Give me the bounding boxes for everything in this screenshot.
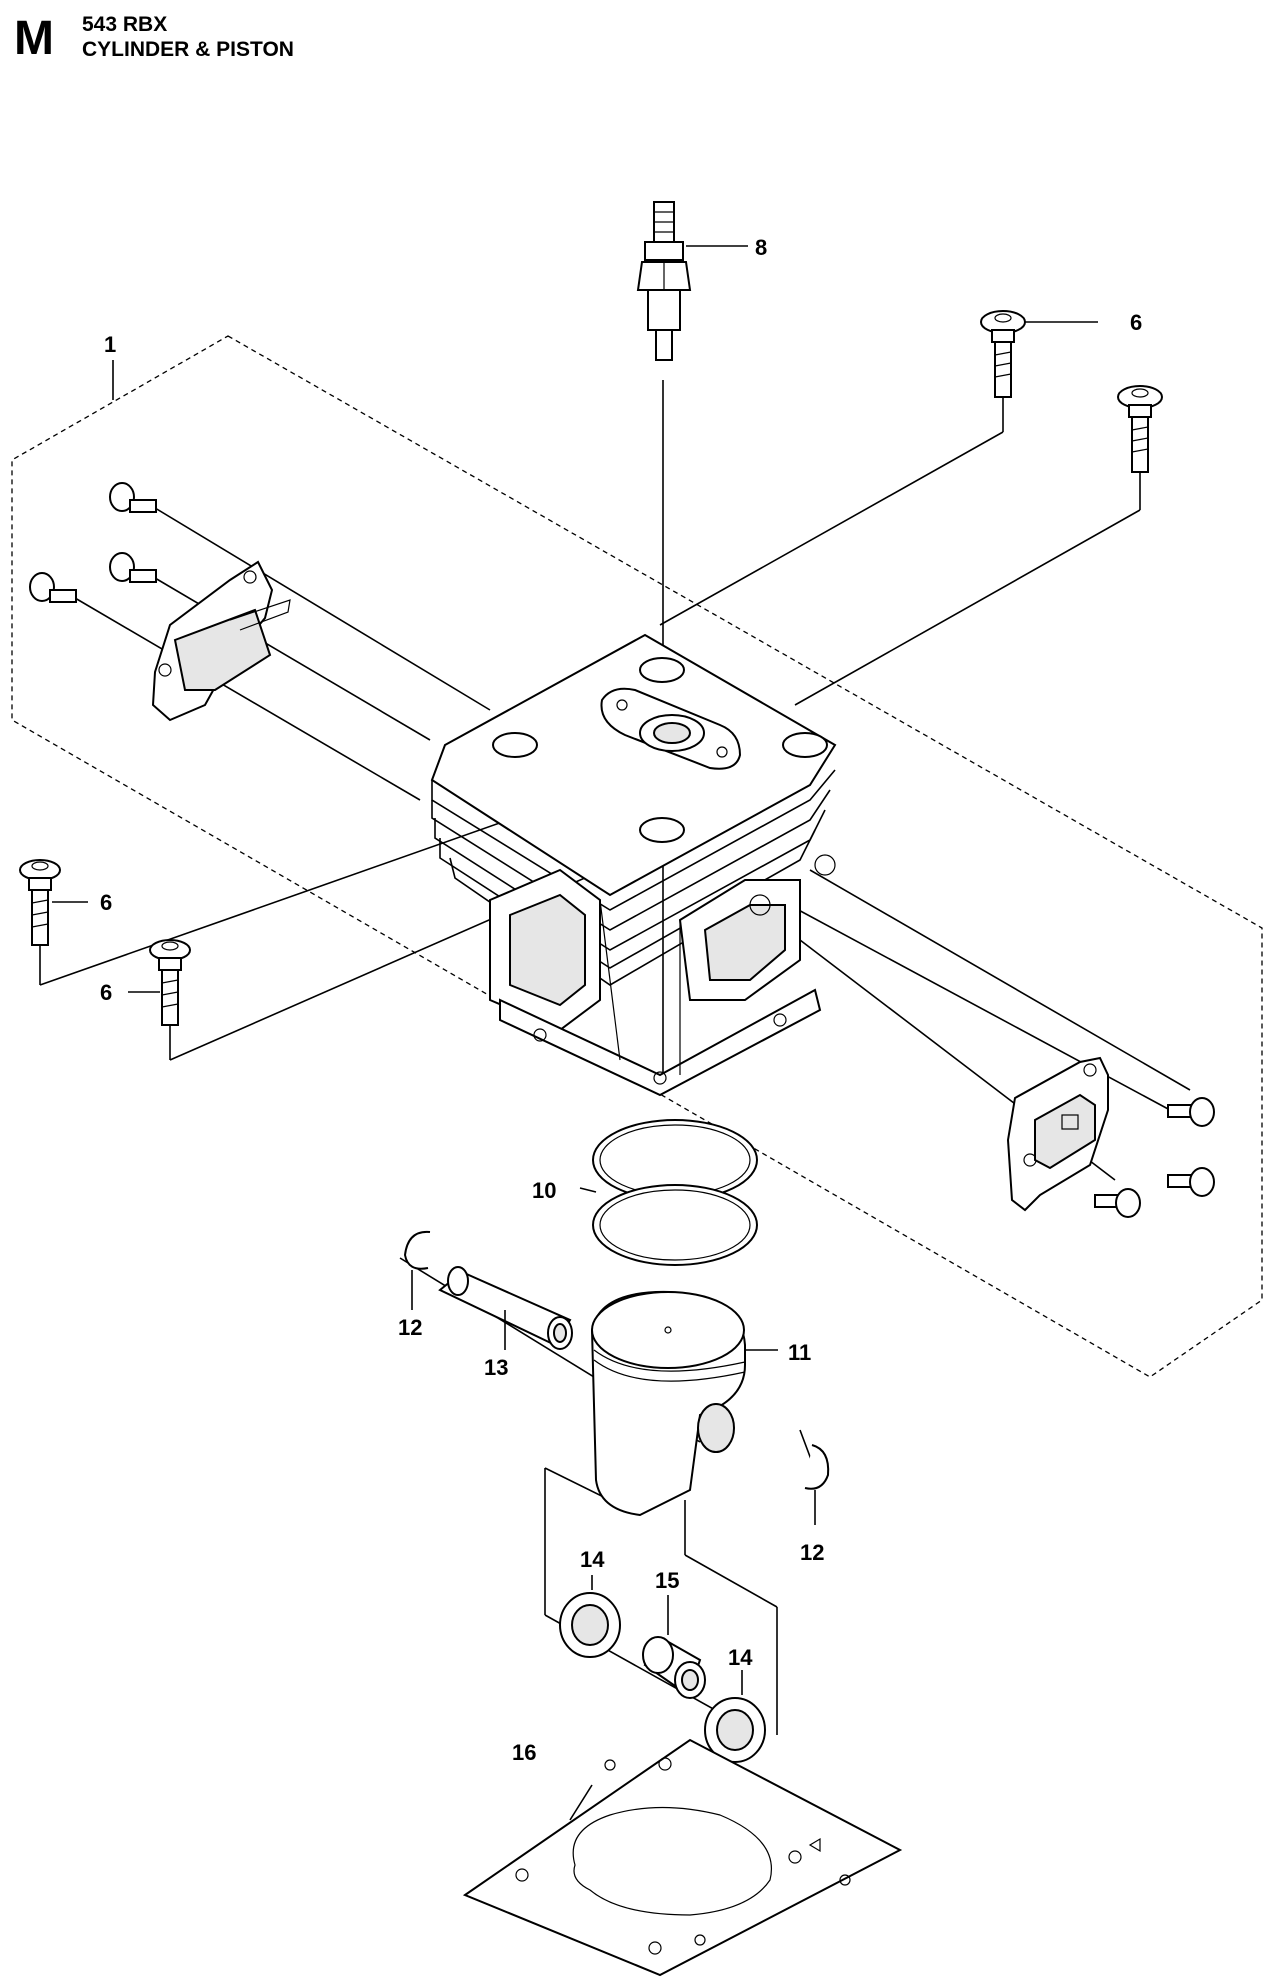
callout-14-right: 14: [728, 1645, 753, 1670]
piston-rings: [579, 1119, 758, 1266]
section-letter: M: [14, 12, 54, 65]
circlip-right: [804, 1444, 830, 1525]
model-name: 543 RBX: [82, 13, 168, 36]
bolt-right-2: [1167, 1167, 1215, 1197]
callout-8: 8: [755, 235, 767, 260]
bearing-seal-left: [559, 1575, 621, 1658]
screw-top-2: [1117, 385, 1163, 473]
screw-left-1: [19, 859, 88, 946]
bolt-right-3: [1094, 1188, 1141, 1218]
piston: [590, 1290, 778, 1517]
callout-16: 16: [512, 1740, 536, 1765]
callout-1: 1: [104, 332, 116, 357]
callout-10: 10: [532, 1178, 556, 1203]
screw-top-1: [980, 310, 1098, 398]
needle-bearing: [642, 1595, 706, 1699]
callout-12-right: 12: [800, 1540, 824, 1565]
bolt-left-3: [29, 572, 77, 603]
callout-14-left: 14: [580, 1547, 605, 1572]
callout-13: 13: [484, 1355, 508, 1380]
callout-11: 11: [788, 1340, 811, 1365]
callout-12-left: 12: [398, 1315, 422, 1340]
intake-flange-left: [151, 560, 291, 722]
base-gasket: [462, 1738, 903, 1977]
spark-plug: [636, 201, 748, 361]
kit-boundary: [11, 335, 1263, 1378]
alignment-lines: [39, 360, 1191, 1821]
callout-6-left-lower: 6: [100, 980, 112, 1005]
callout-6-top: 6: [1130, 310, 1142, 335]
exhaust-flange-right: [1006, 1056, 1109, 1212]
circlip-left: [403, 1230, 431, 1310]
piston-pin: [438, 1266, 573, 1350]
bolt-left-1: [109, 482, 157, 513]
cylinder: [430, 633, 837, 1097]
bolt-left-2: [109, 552, 157, 583]
diagram-title: CYLINDER & PISTON: [82, 38, 294, 61]
screw-left-2: [128, 939, 191, 1026]
callout-15: 15: [655, 1568, 679, 1593]
callout-6-left-upper: 6: [100, 890, 112, 915]
callout-labels: 1 8 6 6 6 10 11 12 12 13 14 14 15 16: [100, 235, 1142, 1765]
bolt-right-1: [1167, 1097, 1215, 1127]
bearing-seal-right: [704, 1670, 766, 1763]
